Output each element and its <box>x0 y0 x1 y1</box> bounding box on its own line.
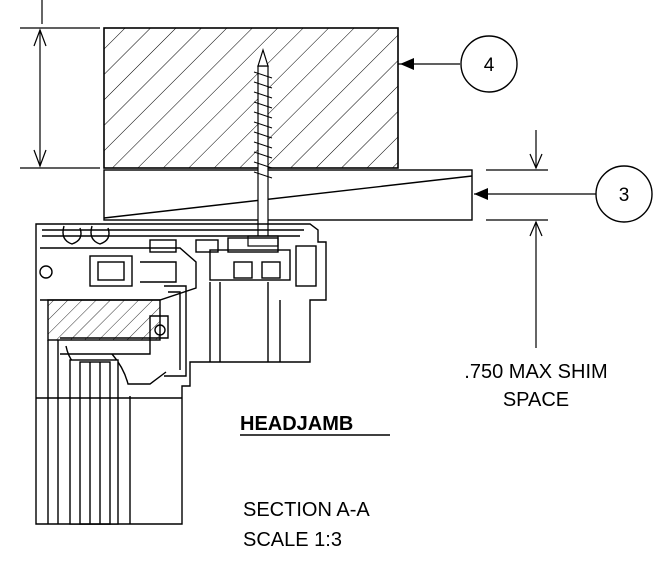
shim-space-dimension <box>486 130 548 348</box>
header-height-dimension <box>20 0 100 169</box>
window-frame-profile <box>35 223 327 525</box>
section-label: SECTION A-A <box>243 499 370 521</box>
view-title: HEADJAMB <box>240 413 353 435</box>
callout-3: 3 <box>474 165 653 223</box>
callout-4: 4 <box>398 35 518 93</box>
shim <box>103 169 473 221</box>
callout-3-number: 3 <box>619 185 630 206</box>
callout-3-bubble <box>595 165 653 223</box>
shim-note-line1: .750 MAX SHIM <box>464 361 607 383</box>
mounting-screw <box>247 47 279 247</box>
callout-4-number: 4 <box>484 55 495 76</box>
callout-4-bubble <box>460 35 518 93</box>
wood-header-block <box>103 27 399 169</box>
scale-label: SCALE 1:3 <box>243 529 342 551</box>
shim-note-line2: SPACE <box>503 389 569 411</box>
